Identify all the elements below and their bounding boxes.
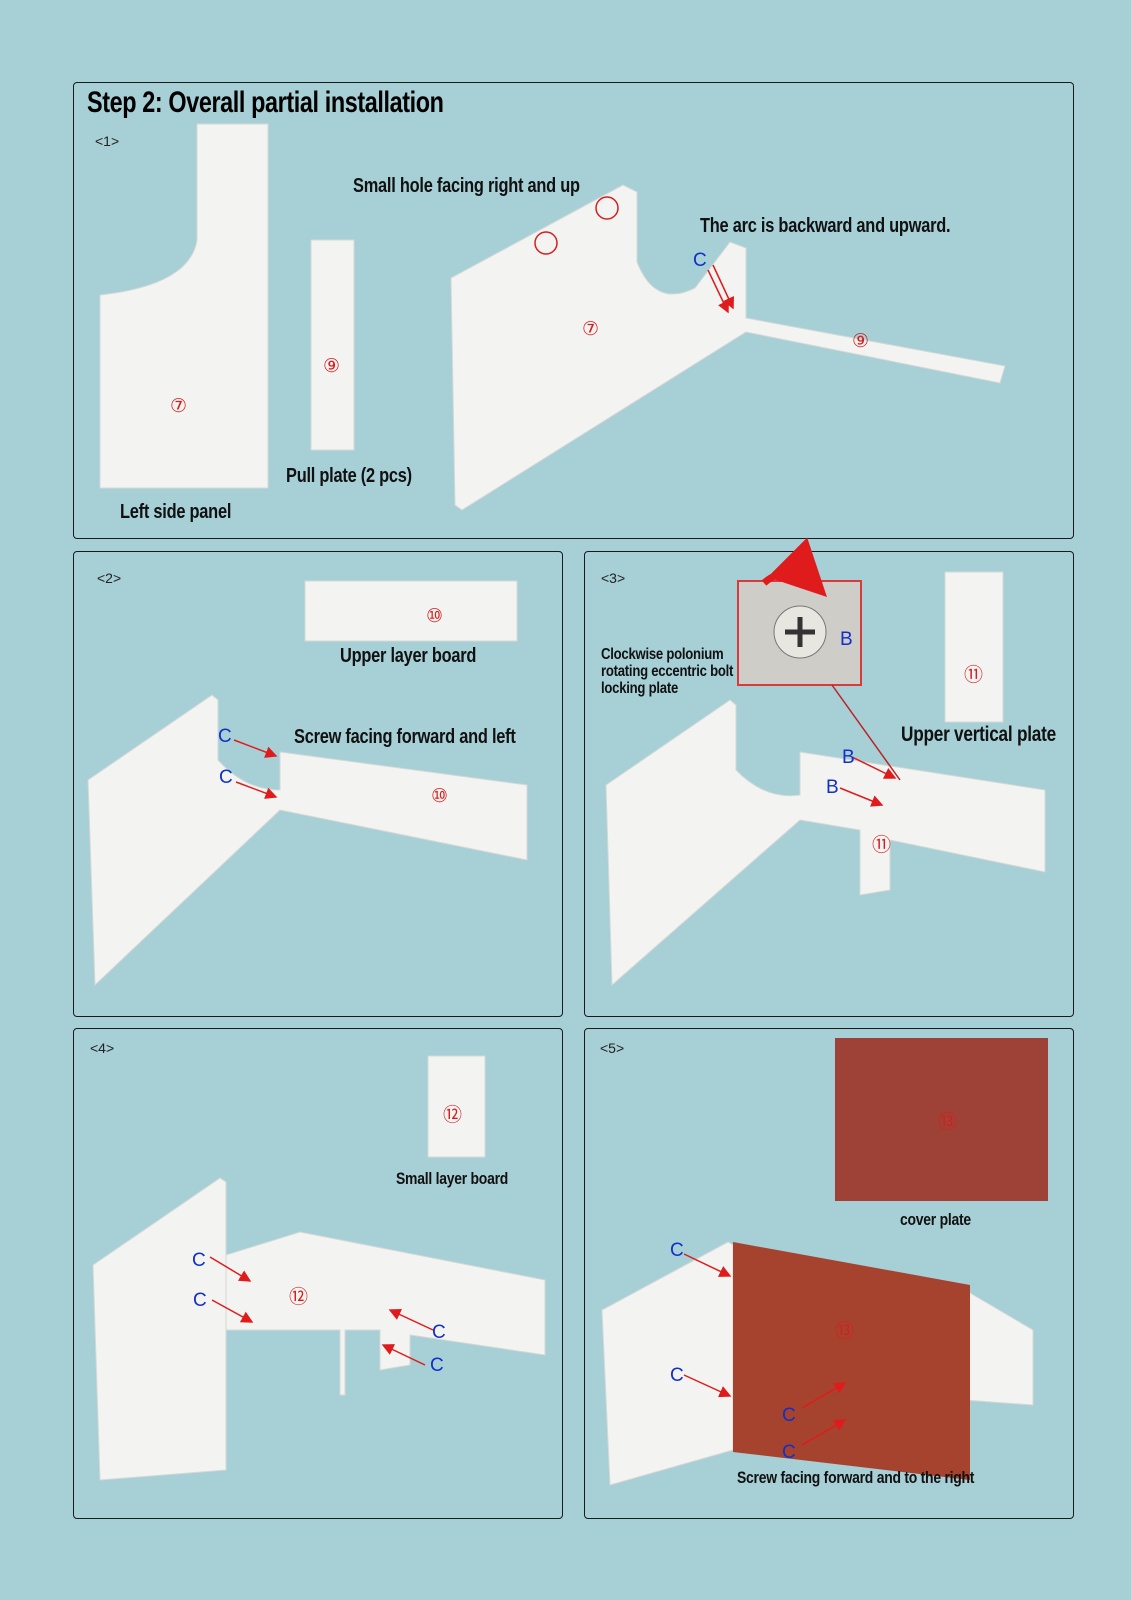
label-left-side-panel: Left side panel bbox=[120, 501, 232, 523]
panel-number: <4> bbox=[90, 1040, 115, 1056]
shelf-5 bbox=[964, 1289, 1034, 1406]
hardware-letter: C bbox=[219, 767, 233, 788]
hardware-letter: C bbox=[192, 1250, 206, 1271]
panel-number: <1> bbox=[95, 133, 120, 149]
label-small-hole: Small hole facing right and up bbox=[353, 175, 580, 197]
part-number: ⑬ bbox=[835, 1321, 855, 1342]
part-number: ⑫ bbox=[443, 1105, 463, 1126]
label-cover-plate: cover plate bbox=[900, 1210, 971, 1229]
assembled-side-panel bbox=[450, 184, 1006, 511]
side-panel-3 bbox=[605, 699, 1046, 987]
label-pull-plate: Pull plate (2 pcs) bbox=[286, 465, 412, 487]
side-panel-5 bbox=[601, 1241, 734, 1486]
part-number: ⑨ bbox=[323, 356, 341, 377]
hardware-letter: B bbox=[840, 629, 853, 650]
label-small-layer-board: Small layer board bbox=[396, 1169, 509, 1188]
hardware-letter: C bbox=[430, 1355, 444, 1376]
hardware-letter: C bbox=[218, 726, 232, 747]
shelf-4 bbox=[225, 1231, 546, 1396]
hardware-letter: C bbox=[670, 1365, 684, 1386]
side-panel-2 bbox=[87, 694, 528, 987]
panel-5 bbox=[584, 1028, 1074, 1519]
panel-3 bbox=[584, 551, 1074, 1017]
hardware-letter: C bbox=[193, 1290, 207, 1311]
label-upper-vertical-plate: Upper vertical plate bbox=[901, 723, 1056, 746]
pull-plate-board bbox=[310, 239, 355, 451]
panel-4 bbox=[73, 1028, 563, 1519]
hardware-letter: C bbox=[693, 250, 707, 271]
label-upper-layer-board: Upper layer board bbox=[340, 645, 477, 667]
hardware-letter: C bbox=[432, 1322, 446, 1343]
side-panel-4 bbox=[92, 1177, 227, 1481]
panel-number: <2> bbox=[97, 570, 122, 586]
part-number: ⑪ bbox=[964, 665, 984, 686]
part-number: ⑬ bbox=[938, 1112, 958, 1133]
hardware-letter: B bbox=[826, 777, 839, 798]
hardware-letter: C bbox=[782, 1442, 796, 1463]
part-number: ⑪ bbox=[872, 835, 892, 856]
panel-number: <5> bbox=[600, 1040, 625, 1056]
label-screw-forward-right: Screw facing forward and to the right bbox=[737, 1468, 975, 1487]
part-number: ⑦ bbox=[582, 319, 600, 340]
panel-2 bbox=[73, 551, 563, 1017]
panel-1 bbox=[73, 82, 1074, 539]
label-clockwise-bolt: Clockwise polonium rotating eccentric bo… bbox=[601, 646, 734, 697]
hardware-letter: C bbox=[670, 1240, 684, 1261]
left-side-panel-board bbox=[99, 123, 269, 489]
part-number: ⑨ bbox=[852, 331, 870, 352]
part-number: ⑩ bbox=[431, 786, 449, 807]
cover-plate-assembled bbox=[733, 1242, 970, 1480]
part-number: ⑦ bbox=[170, 396, 188, 417]
panel-number: <3> bbox=[601, 570, 626, 586]
upper-vertical-plate bbox=[944, 571, 1004, 723]
label-arc: The arc is backward and upward. bbox=[700, 215, 951, 237]
part-number: ⑫ bbox=[289, 1287, 309, 1308]
hardware-letter: C bbox=[782, 1405, 796, 1426]
hardware-letter: B bbox=[842, 747, 855, 768]
label-screw-forward-left: Screw facing forward and left bbox=[294, 726, 516, 748]
page-title: Step 2: Overall partial installation bbox=[87, 86, 444, 119]
cover-plate-board bbox=[835, 1038, 1048, 1201]
small-layer-board bbox=[427, 1055, 486, 1158]
part-number: ⑩ bbox=[426, 606, 444, 627]
upper-layer-board bbox=[304, 580, 518, 642]
